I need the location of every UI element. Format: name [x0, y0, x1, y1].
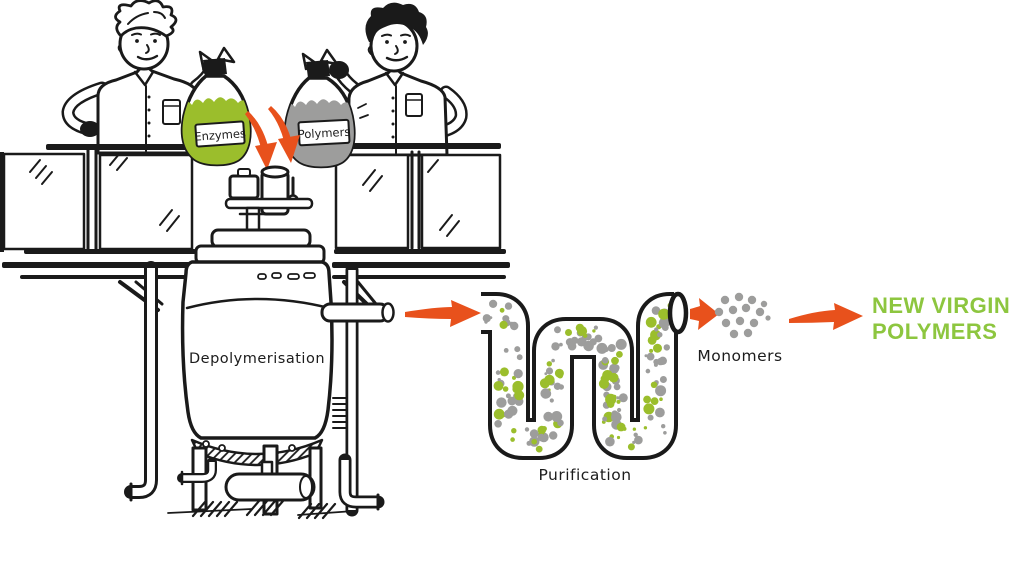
purification-tube: Purification: [481, 291, 689, 484]
purification-label: Purification: [538, 466, 631, 484]
worker-left: [61, 0, 219, 155]
reactor-label: Depolymerisation: [189, 351, 325, 367]
hair-icon: [365, 2, 428, 46]
bag-enzymes: Enzymes: [180, 46, 252, 167]
reactor-depolymerisation: Depolymerisation: [167, 165, 395, 520]
tube-particles: [482, 299, 676, 453]
monomers-dots: [714, 292, 771, 339]
svg-text:NEW VIRGIN: NEW VIRGIN: [872, 293, 1010, 318]
worker-right: [333, 2, 468, 157]
result-text: NEW VIRGIN POLYMERS: [872, 293, 1010, 344]
tube-outlet-icon: [667, 291, 689, 335]
polymers-label: Polymers: [297, 125, 350, 142]
flow-arrow-2-icon: [690, 298, 719, 330]
flow-arrow-1-icon: [405, 300, 481, 327]
glove-icon: [329, 61, 349, 79]
enzymes-label: Enzymes: [194, 126, 247, 144]
svg-text:POLYMERS: POLYMERS: [872, 319, 997, 344]
glove-icon: [202, 59, 222, 77]
flow-arrow-3-icon: [789, 303, 863, 330]
pour-arrows-icon: [245, 106, 300, 170]
monomers-label: Monomers: [697, 347, 782, 365]
platform-left: [0, 144, 197, 502]
bag-polymers: Polymers: [283, 48, 356, 169]
glove-icon: [80, 121, 100, 137]
